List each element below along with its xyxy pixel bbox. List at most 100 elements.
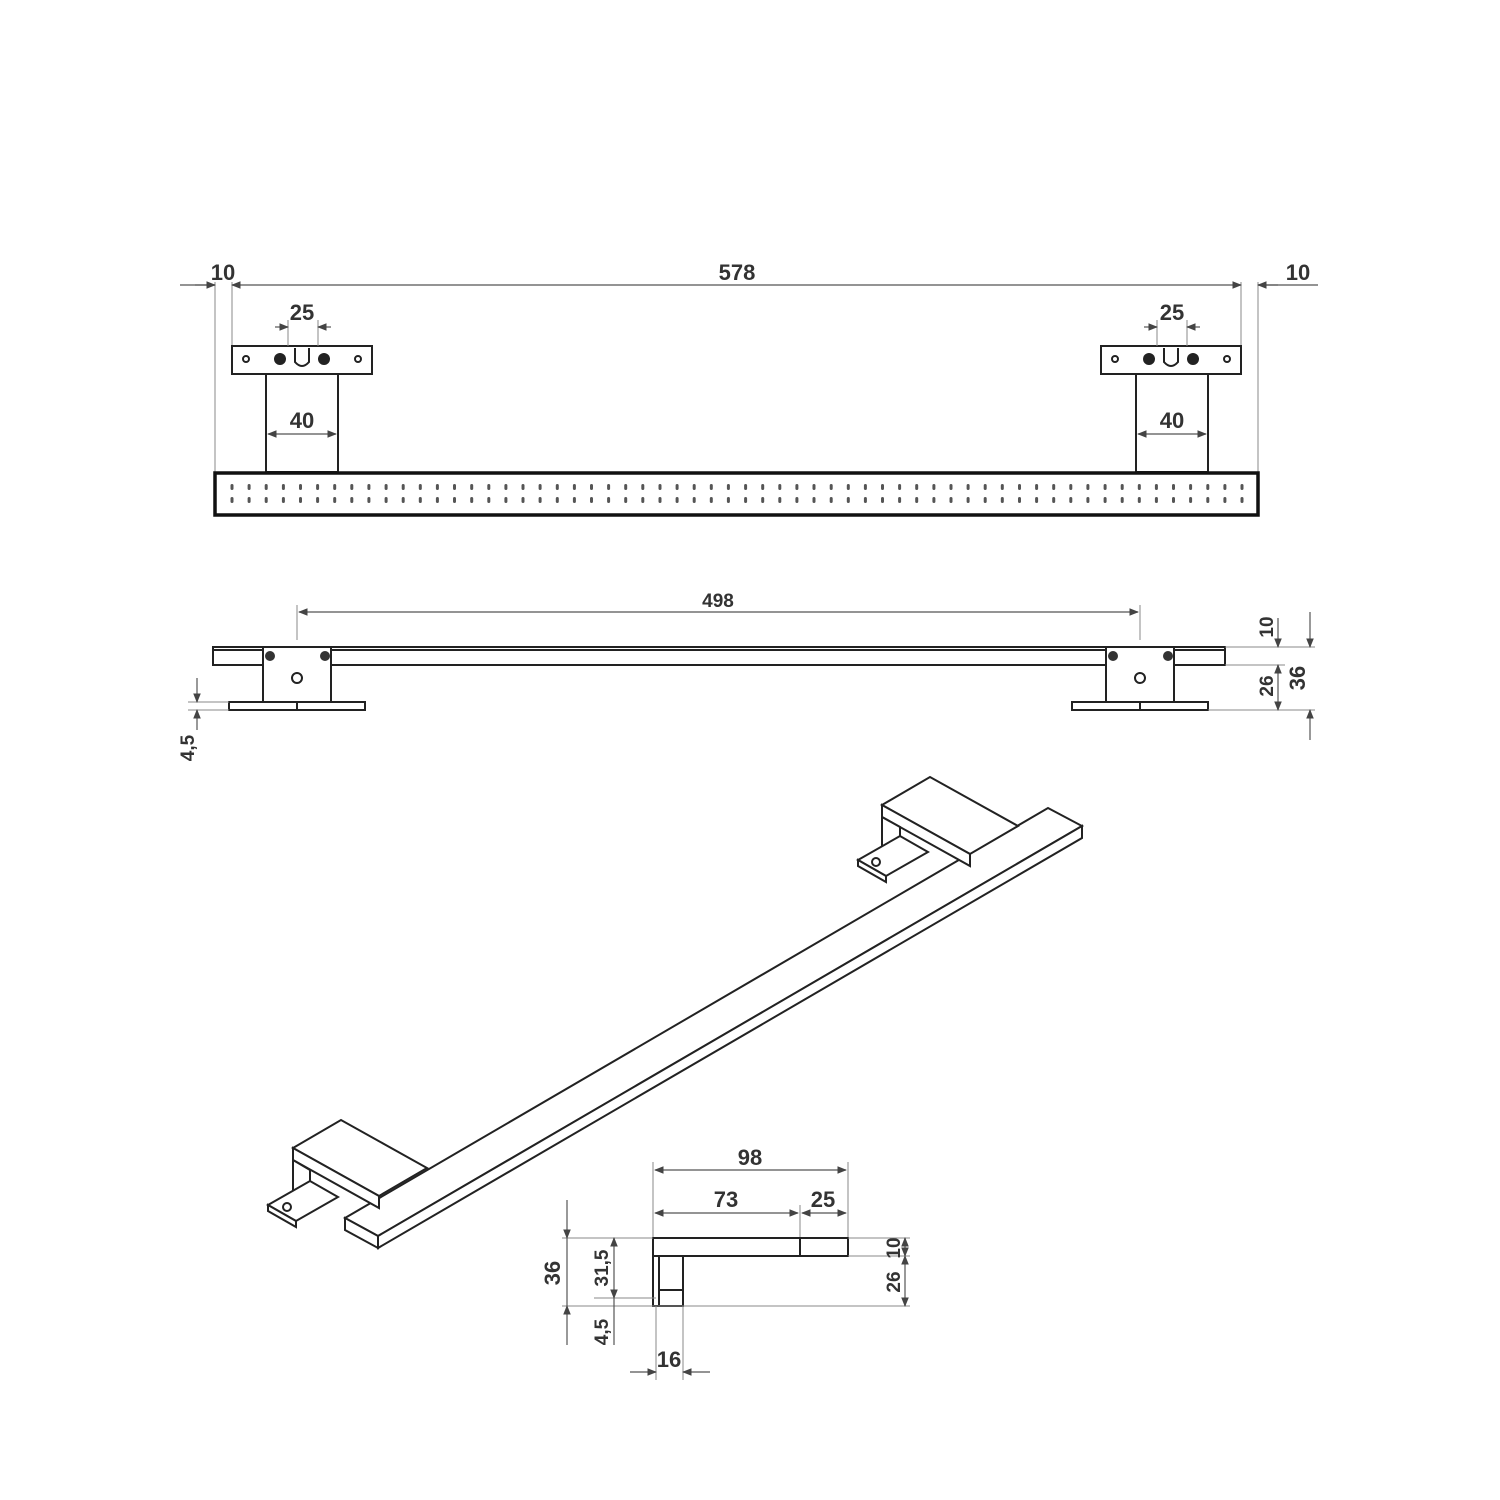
side-total-height-label: 36	[540, 1261, 565, 1285]
led-dot	[915, 497, 919, 503]
led-dot	[504, 497, 508, 503]
front-left-hole-spacing-label: 25	[290, 300, 314, 325]
led-dot	[744, 484, 748, 490]
top-mount-spacing-label: 498	[702, 591, 734, 612]
led-dot	[487, 497, 491, 503]
led-dot	[709, 497, 713, 503]
led-dot	[1103, 497, 1107, 503]
led-dot	[487, 484, 491, 490]
led-dot	[401, 484, 405, 490]
led-dot	[1154, 497, 1158, 503]
led-dot	[555, 497, 559, 503]
led-dot	[932, 497, 936, 503]
led-dot	[418, 497, 422, 503]
led-dot	[1206, 484, 1210, 490]
led-dot	[778, 484, 782, 490]
top-bar-height-label: 10	[1257, 616, 1278, 637]
front-left-offset-label: 10	[211, 260, 235, 285]
led-row	[230, 484, 1244, 503]
led-dot	[983, 484, 987, 490]
led-dot	[470, 497, 474, 503]
led-dot	[983, 497, 987, 503]
iso-bar-side-face	[377, 824, 1083, 1250]
led-dot	[264, 484, 268, 490]
front-led-bar	[213, 471, 1260, 517]
led-dot	[453, 497, 456, 503]
led-dot	[401, 497, 405, 503]
side-arm	[652, 1237, 801, 1257]
led-dot	[692, 484, 696, 490]
led-dot	[863, 497, 867, 503]
top-total-height-label: 36	[1285, 666, 1310, 690]
led-dot	[726, 497, 730, 503]
led-dot	[1137, 497, 1141, 503]
led-dot	[829, 484, 833, 490]
led-dot	[1120, 497, 1124, 503]
led-dot	[1069, 484, 1073, 490]
led-dot	[1240, 484, 1244, 490]
led-dot	[504, 484, 508, 490]
led-dot	[1052, 484, 1056, 490]
side-bracket-height-label: 26	[884, 1271, 905, 1292]
led-dot	[418, 484, 422, 490]
side-arm-length-label: 73	[714, 1187, 738, 1212]
iso-left-bracket	[265, 1118, 430, 1229]
led-dot	[590, 497, 593, 503]
led-dot	[521, 497, 525, 503]
led-dot	[1103, 484, 1107, 490]
led-dot	[1052, 497, 1056, 503]
led-dot	[230, 497, 234, 503]
led-dot	[247, 497, 251, 503]
top-plate-thickness-label: 4,5	[178, 734, 199, 761]
led-dot	[692, 497, 696, 503]
led-dot	[1035, 484, 1039, 490]
top-right-bracket	[1071, 646, 1209, 711]
led-dot	[435, 497, 439, 503]
led-dot	[1086, 497, 1090, 503]
led-dot	[658, 484, 662, 490]
led-dot	[299, 497, 302, 503]
led-dot	[1086, 484, 1090, 490]
side-inner-height-label: 31,5	[592, 1249, 613, 1286]
side-bracket-width-label: 16	[657, 1347, 681, 1372]
led-dot	[1189, 497, 1193, 503]
iso-right-bracket	[855, 775, 1021, 884]
led-dot	[709, 484, 713, 490]
front-left-bracket-width-label: 40	[290, 408, 314, 433]
led-dot	[795, 497, 799, 503]
led-dot	[538, 484, 542, 490]
front-right-bracket: 25 40	[1100, 300, 1242, 473]
led-dot	[812, 484, 816, 490]
led-dot	[949, 484, 953, 490]
led-dot	[1120, 484, 1124, 490]
led-dot	[658, 497, 662, 503]
led-dot	[778, 497, 782, 503]
led-dot	[863, 484, 867, 490]
side-total-depth-label: 98	[738, 1145, 762, 1170]
led-dot	[435, 484, 439, 490]
led-dot	[1172, 484, 1175, 490]
led-dot	[761, 484, 765, 490]
led-dot	[333, 484, 337, 490]
led-dot	[538, 497, 542, 503]
led-dot	[572, 484, 576, 490]
led-dot	[281, 484, 285, 490]
led-dot	[898, 497, 902, 503]
led-dot	[590, 484, 593, 490]
led-dot	[367, 497, 371, 503]
led-dot	[1223, 497, 1227, 503]
led-dot	[915, 484, 919, 490]
led-dot	[1223, 484, 1227, 490]
led-dot	[932, 484, 936, 490]
front-overall-width-label: 578	[719, 260, 756, 285]
led-dot	[795, 484, 799, 490]
led-dot	[675, 497, 679, 503]
led-dot	[881, 497, 884, 503]
led-dot	[1206, 497, 1210, 503]
front-right-bracket-width-label: 40	[1160, 408, 1184, 433]
led-dot	[367, 484, 371, 490]
led-dot	[607, 484, 611, 490]
led-dot	[1172, 497, 1175, 503]
side-bar-depth-label: 25	[811, 1187, 835, 1212]
led-dot	[350, 484, 354, 490]
